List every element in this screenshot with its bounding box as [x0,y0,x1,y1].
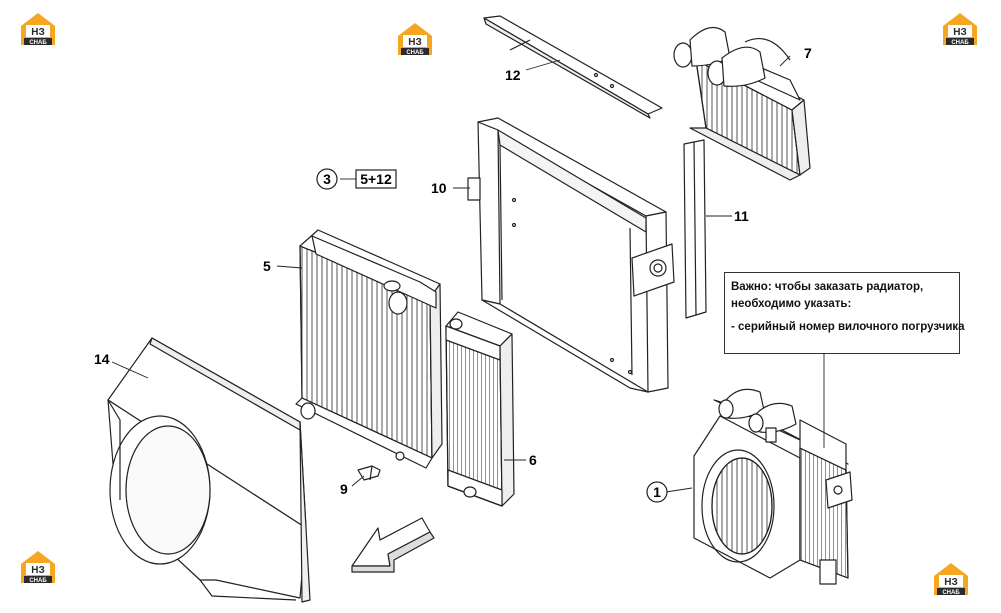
part-1-complete-assembly [693,388,853,585]
svg-text:НЗ: НЗ [31,27,45,38]
part-label-14: 14 [94,351,110,367]
logo-house-icon: НЗ СНАБ [21,551,55,584]
leader-lines [111,55,825,493]
brand-logo: НЗ СНАБ [933,562,969,596]
svg-text:СНАБ: СНАБ [942,590,960,596]
note-line-1: Важно: чтобы заказать радиатор, [731,281,924,293]
part-label-9: 9 [340,481,348,497]
note-line-3: - серийный номер вилочного погрузчика [731,321,965,333]
part-6-oil-cooler [445,311,515,507]
part-12-top-plate [483,15,663,119]
order-note-box: Важно: чтобы заказать радиатор, необходи… [724,272,965,354]
part-5-radiator [295,229,443,469]
svg-text:СНАБ: СНАБ [29,40,47,46]
brand-logo: НЗ СНАБ [20,550,56,584]
svg-text:НЗ: НЗ [953,27,967,38]
svg-text:НЗ: НЗ [944,577,958,588]
logo-house-icon: НЗ СНАБ [398,23,432,56]
svg-text:СНАБ: СНАБ [951,40,969,46]
part-label-3-ref: 5+12 [360,171,392,187]
part-10-radiator-frame [467,117,675,393]
brand-logo: НЗ СНАБ [397,22,433,56]
logo-house-icon: НЗ СНАБ [934,563,968,596]
note-line-2: необходимо указать: [731,298,852,310]
part-label-6: 6 [529,452,537,468]
svg-text:НЗ: НЗ [31,565,45,576]
part-label-7: 7 [804,45,812,61]
part-label-1: 1 [653,484,661,500]
part-7-charge-air-cooler [673,26,811,181]
part-label-12: 12 [505,67,521,83]
svg-text:СНАБ: СНАБ [29,578,47,584]
logo-house-icon: НЗ СНАБ [943,13,977,46]
part-label-10: 10 [431,180,447,196]
logo-house-icon: НЗ СНАБ [21,13,55,46]
part-callout-1: 1 [646,481,668,503]
part-label-5: 5 [263,258,271,274]
svg-text:НЗ: НЗ [408,37,422,48]
part-11-side-strip [683,139,707,319]
brand-logo: НЗ СНАБ [20,12,56,46]
direction-arrow [351,517,435,573]
part-14-fan-shroud [107,337,311,603]
part-label-11: 11 [734,208,749,224]
brand-logo: НЗ СНАБ [942,12,978,46]
part-label-3: 3 [323,171,331,187]
svg-text:СНАБ: СНАБ [406,50,424,56]
part-callout-3: 3 5+12 [316,168,397,190]
